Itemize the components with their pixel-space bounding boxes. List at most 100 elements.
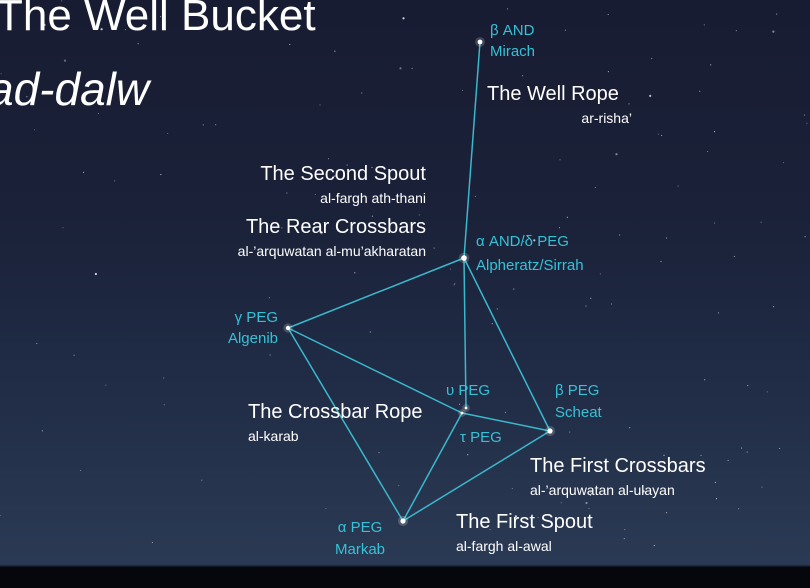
background-star (467, 454, 469, 456)
background-star (804, 236, 806, 238)
background-star (453, 284, 455, 286)
background-star (378, 452, 380, 454)
background-star (402, 17, 405, 20)
background-star (83, 171, 85, 173)
crossbar-rope-english: The Crossbar Rope (248, 401, 423, 423)
background-star (628, 103, 630, 105)
algenib-name: Algenib (227, 330, 278, 347)
background-star (624, 529, 626, 531)
background-star (615, 153, 618, 156)
background-star (568, 410, 570, 412)
background-star (167, 132, 169, 134)
background-star (714, 481, 716, 483)
rear-crossbars-arabic: al-’arquwatan al-mu’akharatan (237, 243, 426, 259)
background-stars (0, 0, 808, 547)
alpheratz-name: Alpheratz/Sirrah (476, 257, 584, 274)
background-star (462, 89, 464, 91)
background-star (714, 222, 716, 224)
background-star (806, 122, 808, 124)
background-star (665, 512, 668, 514)
background-star (124, 29, 126, 31)
upsilon-peg-designation: υ PEG (446, 382, 491, 399)
background-star (333, 175, 336, 178)
background-star (319, 104, 321, 106)
background-star (513, 288, 515, 290)
star-upsilon (464, 406, 468, 410)
scheat-name: Scheat (555, 404, 602, 421)
background-star (573, 412, 575, 414)
background-star (334, 50, 336, 52)
background-star (269, 354, 271, 356)
background-star (286, 192, 288, 194)
background-star (523, 240, 525, 243)
background-star (651, 58, 653, 60)
background-star (559, 159, 561, 161)
background-star (804, 114, 806, 116)
background-star (663, 454, 665, 456)
background-star (43, 23, 46, 26)
background-star (588, 507, 590, 509)
background-star (369, 331, 371, 333)
background-star (727, 459, 729, 461)
background-star (569, 431, 571, 433)
background-star (533, 239, 536, 242)
background-star (773, 306, 775, 308)
background-star (713, 131, 716, 133)
background-star (433, 247, 435, 249)
background-star (94, 272, 97, 276)
background-star (151, 541, 153, 544)
mirach-name: Mirach (490, 43, 536, 60)
algenib-designation: γ PEG (234, 309, 278, 326)
crossbar-rope-arabic: al-karab (248, 428, 299, 444)
background-star (607, 14, 609, 16)
background-star (700, 454, 702, 457)
background-star (289, 43, 291, 45)
background-star (623, 538, 625, 540)
background-star (268, 297, 270, 299)
background-star (105, 384, 107, 386)
mirach-designation: β AND (490, 22, 535, 39)
background-star (361, 92, 363, 94)
line-tau-scheat (461, 412, 551, 432)
background-star (33, 129, 36, 131)
background-star (522, 75, 524, 77)
line-algenib-tau (287, 327, 463, 414)
background-star (660, 260, 662, 263)
well-rope-arabic: ar-risha’ (581, 110, 632, 126)
background-star (560, 502, 562, 504)
alpheratz-designation: α AND/δ PEG (476, 233, 569, 250)
background-star (642, 490, 645, 493)
background-star (558, 227, 561, 229)
tau-peg-designation: τ PEG (460, 429, 502, 446)
background-star (782, 162, 785, 164)
background-star (61, 0, 63, 2)
background-star (779, 447, 781, 450)
background-star (741, 447, 743, 449)
star-scheat (547, 428, 553, 434)
background-star (537, 517, 539, 519)
line-alpheratz-upsilon (463, 257, 467, 409)
background-star (666, 237, 668, 239)
background-star (371, 215, 373, 217)
background-star (585, 501, 588, 505)
second-spout-english: The Second Spout (260, 163, 426, 185)
well-rope-english: The Well Rope (487, 83, 619, 105)
background-star (399, 67, 402, 70)
background-star (511, 487, 513, 489)
background-star (760, 221, 762, 223)
first-spout-arabic: al-fargh al-awal (456, 538, 552, 554)
star-mirach (477, 39, 483, 45)
background-star (160, 174, 162, 176)
background-star (699, 90, 701, 92)
second-spout-arabic: al-fargh ath-thani (320, 190, 426, 206)
background-star (328, 158, 330, 160)
background-star (506, 8, 509, 10)
first-spout-english: The First Spout (456, 511, 593, 533)
background-star (491, 323, 493, 325)
background-star (703, 24, 705, 26)
first-crossbars-english: The First Crossbars (530, 455, 706, 477)
background-star (97, 113, 99, 115)
background-star (710, 64, 712, 66)
